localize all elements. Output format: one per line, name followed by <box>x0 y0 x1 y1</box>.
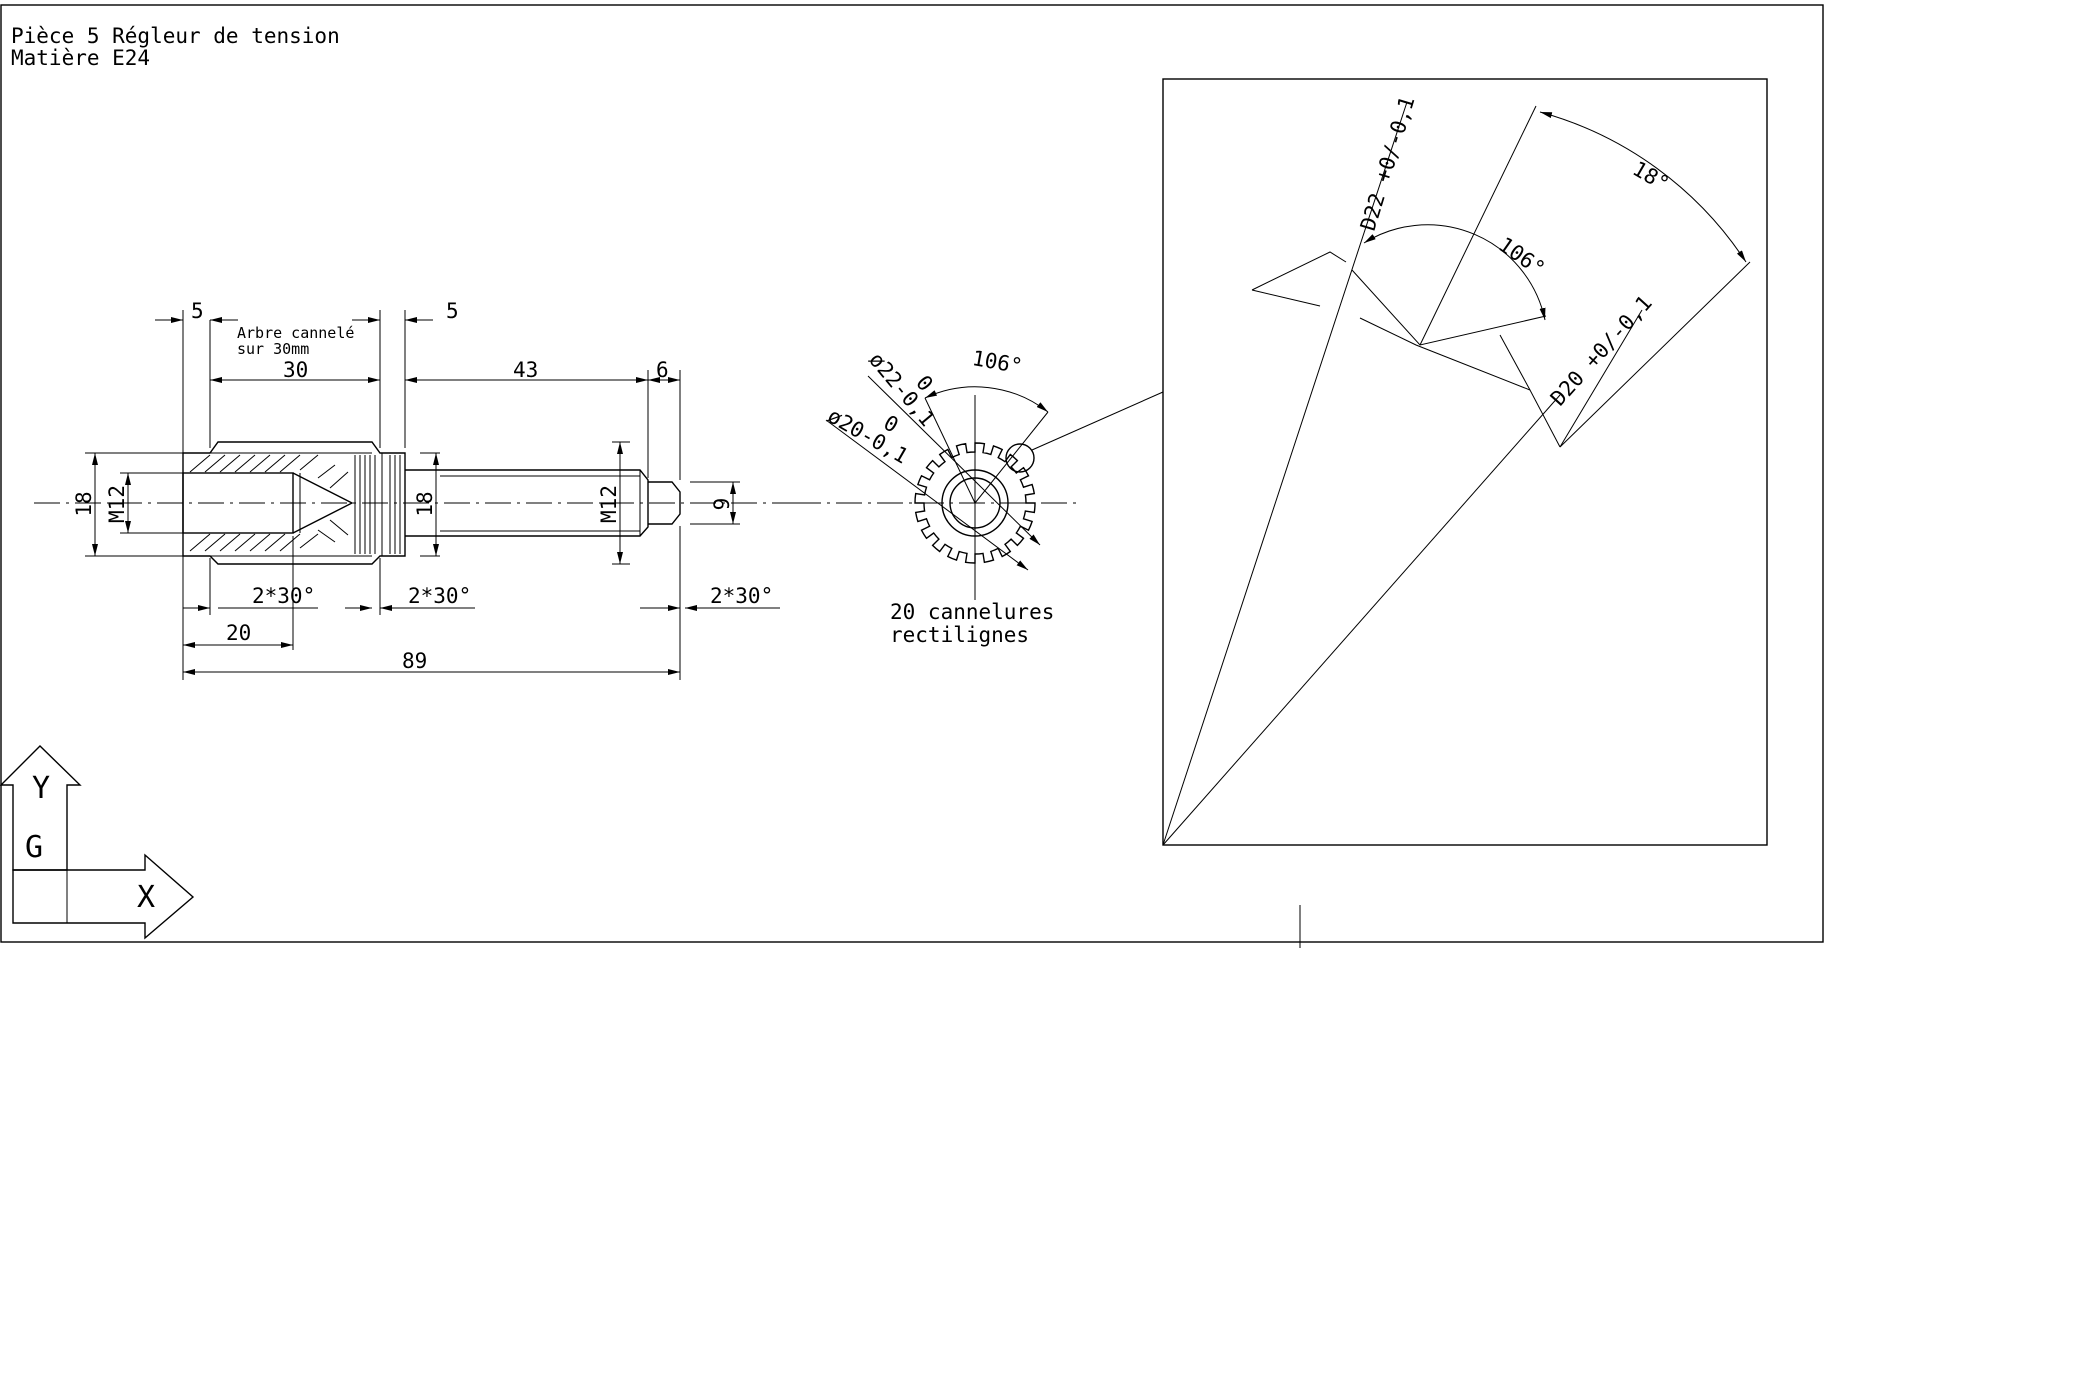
dim-30: 30 <box>283 358 308 382</box>
angle-arc-18 <box>1539 111 1747 263</box>
dim-5-right: 5 <box>446 299 459 323</box>
splines-note-line1: 20 cannelures <box>890 600 1054 624</box>
chamfer-label-2: 2*30° <box>408 584 471 608</box>
dia22-leader <box>867 375 1041 546</box>
ucs-y-label: Y <box>32 771 50 806</box>
dimension-lines <box>92 317 780 675</box>
shaft-outline <box>405 469 649 537</box>
dim-6: 6 <box>656 358 669 382</box>
chamfer-label-1: 2*30° <box>252 584 315 608</box>
detail-callout-circle <box>1005 443 1035 473</box>
tooth-flank <box>1351 269 1547 391</box>
end-view-angle-106: 106° <box>970 346 1024 378</box>
bore-circle-outer <box>941 469 1009 537</box>
tooth-profile <box>1251 251 1561 448</box>
ucs-icon: Y G X <box>0 745 195 940</box>
angle-ext-left <box>924 397 976 504</box>
dim-dia-18-right: 18 <box>413 491 437 516</box>
d20-dim-line <box>1559 309 1643 448</box>
chamfer-label-3: 2*30° <box>710 584 773 608</box>
detail-angle-18: 18° <box>1629 157 1674 197</box>
splines-note-line2: rectilignes <box>890 623 1029 647</box>
detail-view: D22 +0/-0,1 106° 18° D20 +0/-0,1 <box>1162 78 1768 846</box>
end-view-dia20: ø20-0,1 <box>824 404 913 469</box>
bore-circle-inner <box>949 477 1001 529</box>
part-title: Pièce 5 Régleur de tension <box>11 24 340 48</box>
drawing-frame <box>0 4 1824 943</box>
detail-ray-d20 <box>1162 394 1561 846</box>
spline-note-line2: sur 30mm <box>237 340 309 358</box>
detail-leader <box>1031 391 1164 451</box>
dim-dia-9: 9 <box>710 498 734 511</box>
dim-5-left: 5 <box>191 299 204 323</box>
end-view-dia22: ø22-0,1 <box>864 348 939 431</box>
drill-cone <box>292 472 354 534</box>
dia20-leader <box>825 419 1029 571</box>
ucs-g-label: G <box>25 830 43 865</box>
section-hatching <box>189 454 349 552</box>
side-view: 5 Arbre cannelé sur 30mm 5 30 43 6 18 M1… <box>34 299 815 680</box>
ucs-y-arrow <box>0 745 82 871</box>
spline-ring <box>914 442 1036 564</box>
dim-thread-m12-left: M12 <box>105 485 129 523</box>
ucs-x-arrow <box>12 853 195 940</box>
dim-89: 89 <box>402 649 427 673</box>
dim-20: 20 <box>226 621 251 645</box>
material-label: Matière E24 <box>11 46 150 70</box>
angle-ext-right <box>974 411 1049 504</box>
angle-ext-18-b <box>1559 261 1751 448</box>
detail-angle-106: 106° <box>1494 232 1549 281</box>
detail-dia20: D20 +0/-0,1 <box>1546 291 1657 410</box>
angle-arc-106 <box>924 386 1049 413</box>
ucs-x-label: X <box>137 880 155 915</box>
end-view: 106° ø22-0,1 0 ø20-0,1 0 20 cannelures r… <box>795 346 1164 647</box>
dim-thread-m12-right: M12 <box>597 485 621 523</box>
spline-note-line1: Arbre cannelé <box>237 324 354 342</box>
angle-arc-106-detail <box>1363 224 1546 321</box>
detail-ray-d22 <box>1162 101 1408 846</box>
pilot-tip <box>648 481 681 525</box>
dim-dia-18-left: 18 <box>72 491 96 516</box>
dim-43: 43 <box>513 358 538 382</box>
spline-teeth <box>354 455 401 554</box>
detail-dia22: D22 +0/-0,1 <box>1356 93 1420 233</box>
detail-frame <box>1162 78 1768 846</box>
